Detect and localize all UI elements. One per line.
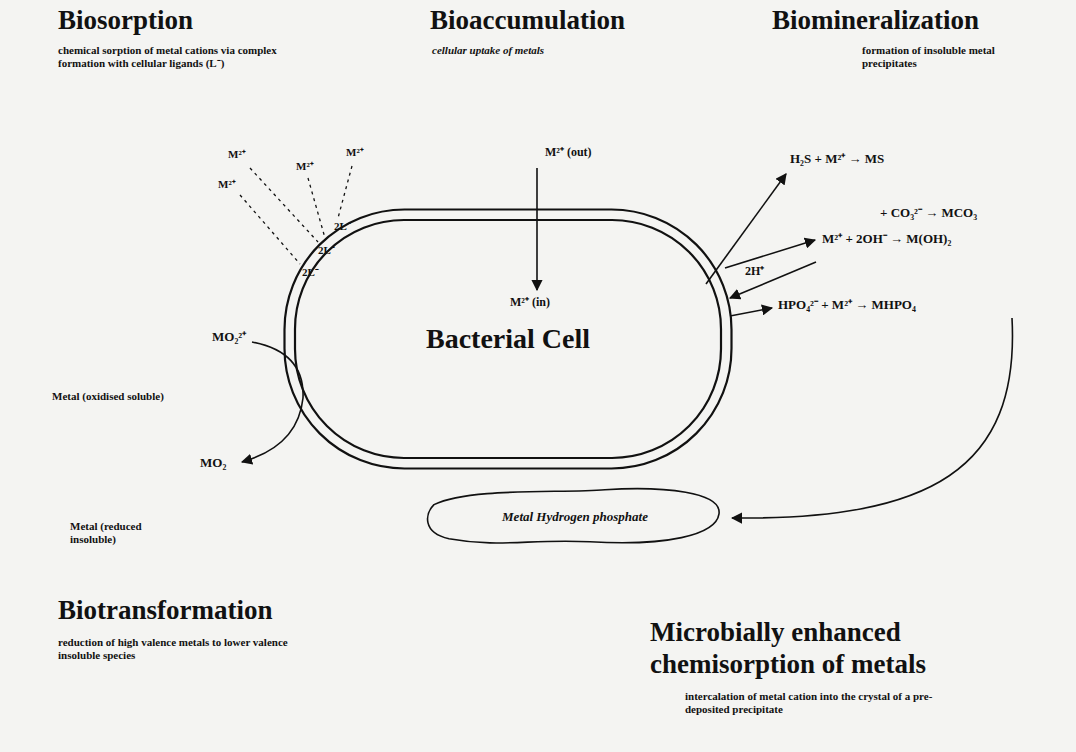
- bacterial-cell: Bacterial Cell: [283, 208, 733, 470]
- annotation-text: Metal (reduced insoluble): [70, 520, 190, 545]
- annotation-text: MO₂²⁺: [212, 330, 246, 345]
- annotation-text: M²⁺: [346, 146, 364, 159]
- annotation-text: M²⁺ + 2OH⁻ → M(OH)₂: [822, 232, 951, 247]
- section-heading: Bioaccumulation: [430, 4, 625, 36]
- annotation-text: chemical sorption of metal cations via c…: [58, 44, 293, 69]
- annotation-text: reduction of high valence metals to lowe…: [58, 636, 303, 661]
- annotation-text: MO₂: [200, 456, 226, 471]
- annotation-text: intercalation of metal cation into the c…: [685, 690, 935, 715]
- precipitate-deposit: Metal Hydrogen phosphate: [425, 486, 725, 548]
- annotation-text: M²⁺ (out): [545, 146, 592, 160]
- annotation-text: + CO₃²⁻ → MCO₃: [880, 206, 977, 221]
- redox-arrow: [242, 342, 303, 462]
- annotation-text: Metal (oxidised soluble): [52, 390, 172, 403]
- sorption-lines: [240, 166, 352, 264]
- node-text: Bacterial Cell: [426, 323, 590, 355]
- annotation-text: H₂S + M²⁺ → MS: [790, 152, 884, 167]
- section-heading: Biosorption: [58, 4, 193, 36]
- annotation-text: M²⁺ (in): [510, 296, 550, 310]
- annotation-text: cellular uptake of metals: [432, 44, 544, 57]
- annotation-text: M²⁺: [228, 148, 246, 161]
- precipitation-arrows: [706, 174, 1012, 518]
- annotation-text: HPO₄²⁻ + M²⁺ → MHPO₄: [778, 298, 916, 313]
- section-heading: Biomineralization: [772, 4, 979, 36]
- node-text: Metal Hydrogen phosphate: [502, 509, 648, 525]
- section-heading: Biotransformation: [58, 594, 272, 626]
- annotation-text: formation of insoluble metal precipitate…: [862, 44, 1002, 69]
- section-heading: Microbially enhanced chemisorption of me…: [650, 616, 1030, 681]
- uptake-arrow: [536, 168, 538, 290]
- annotation-text: 2H⁺: [745, 265, 764, 279]
- annotation-text: M²⁺: [296, 160, 314, 173]
- annotation-text: M²⁺: [218, 178, 236, 191]
